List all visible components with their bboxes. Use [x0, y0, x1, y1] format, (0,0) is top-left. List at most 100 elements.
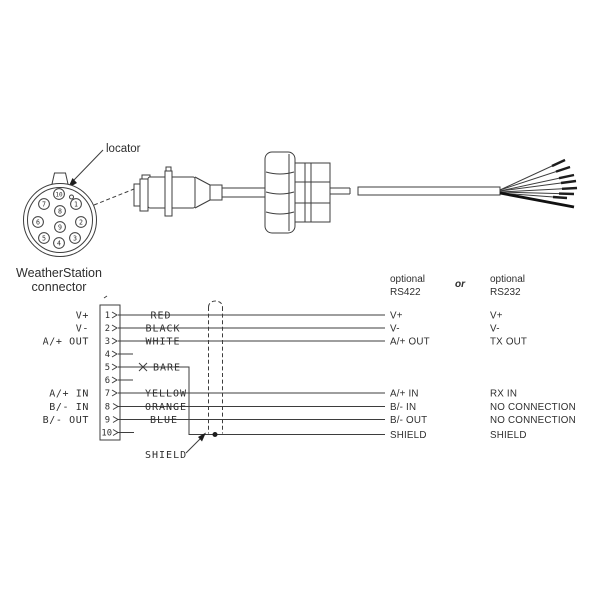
pin-7-number: 7	[42, 200, 46, 208]
signal-pin9: B/- OUT	[43, 415, 89, 426]
wire-3-tip	[558, 173, 575, 180]
pin-1-circle	[70, 198, 82, 210]
plug-taper-bottom	[194, 199, 211, 209]
chevron-10	[112, 429, 119, 436]
rs422-column: V+ V- A/+ OUT A/+ IN B/- IN B/- OUT SHIE…	[390, 311, 430, 442]
pin-10-number: 10	[55, 191, 63, 198]
pin-box	[99, 304, 121, 441]
pin-numbers: 1 2 3 4 5 6 7 8 9 10	[101, 311, 112, 439]
connector-pins: 10 7 8 1 6 9 2 5 4 3	[32, 188, 87, 249]
connector-caption-line2: connector	[32, 280, 87, 294]
pin-3-circle	[69, 232, 81, 244]
wire-7-tip	[552, 195, 568, 200]
bare-x-marker	[138, 362, 148, 372]
pin-8-number: 8	[58, 207, 62, 215]
rs422-row2: V-	[390, 324, 400, 335]
chevron-9	[112, 416, 119, 423]
chevron-7	[111, 389, 118, 397]
column-headers: optional RS422 or optional RS232	[390, 274, 525, 298]
pin-6-number: 6	[36, 218, 40, 226]
rs422-row3: A/+ OUT	[390, 337, 430, 348]
rs422-row9: B/- OUT	[390, 415, 427, 426]
rs422-row7: A/+ IN	[390, 389, 419, 400]
pin-3-number: 3	[73, 234, 77, 242]
wire-lines	[118, 314, 385, 435]
shield-junction-dot	[212, 432, 218, 437]
shield-leader-line	[185, 436, 203, 454]
cable-jacket	[357, 186, 501, 196]
pin-2-circle	[75, 216, 87, 228]
pin-5-circle	[38, 232, 50, 244]
cable-bundle-dashed	[208, 300, 223, 434]
rs422-header-name: RS422	[390, 287, 421, 298]
rs232-header-optional: optional	[490, 274, 525, 285]
box-top-tick	[103, 295, 108, 299]
connector-inner-ring	[27, 187, 93, 253]
rs232-column: V+ V- TX OUT RX IN NO CONNECTION NO CONN…	[490, 311, 576, 442]
connector-locator-hole	[69, 194, 74, 200]
wire-4-tip	[560, 179, 577, 185]
pin-5-number: 5	[42, 234, 46, 242]
bulkhead-connector	[264, 151, 351, 234]
table-pin-3: 3	[105, 337, 110, 347]
rs232-row9: NO CONNECTION	[490, 415, 576, 426]
chevron-1	[111, 311, 118, 319]
table-pin-5: 5	[105, 363, 110, 373]
rs232-row7: RX IN	[490, 389, 517, 400]
nut-rib-1	[265, 171, 295, 175]
connector-key-tab	[51, 172, 69, 185]
pin-chevrons	[111, 311, 119, 436]
plug-flange	[164, 170, 173, 217]
wire-label-bare: BARE	[153, 363, 181, 374]
cable-plug	[133, 166, 265, 217]
plug-taper-top	[194, 176, 211, 186]
or-label: or	[455, 279, 466, 290]
pin-4-number: 4	[57, 239, 61, 247]
wire-labels: RED BLACK WHITE BARE YELLOW ORANGE BLUE	[145, 311, 187, 427]
left-signal-labels: V+ V- A/+ OUT A/+ IN B/- IN B/- OUT	[43, 311, 89, 427]
locator-leader-line	[73, 149, 104, 181]
table-pin-2: 2	[105, 324, 110, 334]
wire-label-black: BLACK	[145, 324, 180, 335]
connector-outer-ring	[23, 183, 97, 257]
pin-2-number: 2	[79, 218, 83, 226]
plug-neck	[209, 184, 223, 201]
rs232-row2: V-	[490, 324, 500, 335]
table-pin-6: 6	[105, 376, 110, 386]
pin-7-circle	[38, 198, 50, 210]
wire-label-red: RED	[150, 311, 171, 322]
rs422-row8: B/- IN	[390, 402, 416, 413]
pin-9-number: 9	[58, 223, 62, 231]
rs422-shield: SHIELD	[390, 430, 427, 441]
plug-end-cap	[133, 183, 141, 207]
mating-dashed-line	[93, 188, 135, 206]
shield-label: SHIELD	[145, 450, 187, 461]
chevron-3	[111, 337, 118, 345]
wire-2-tip	[555, 165, 571, 173]
rs232-row1: V+	[490, 311, 503, 322]
rs422-row1: V+	[390, 311, 403, 322]
signal-pin1: V+	[76, 311, 89, 322]
chevron-8	[112, 403, 119, 410]
wire-label-yellow: YELLOW	[145, 389, 187, 400]
locator-callout: locator	[68, 143, 141, 188]
connector-face: 10 7 8 1 6 9 2 5 4 3 WeatherStation conn…	[16, 172, 102, 294]
option-columns: optional RS422 or optional RS232 V+ V- A…	[390, 274, 576, 441]
pin-6-circle	[32, 216, 44, 228]
pin-4-circle	[53, 237, 65, 249]
chevron-2	[111, 324, 118, 332]
signal-pin7: A/+ IN	[49, 389, 89, 400]
locator-label: locator	[106, 143, 141, 155]
plug-end-ring	[139, 178, 149, 212]
shield-wire-thick	[499, 191, 575, 209]
pin-1-number: 1	[74, 200, 78, 208]
rs232-header-name: RS232	[490, 287, 521, 298]
chevron-5	[111, 363, 118, 371]
connector-caption-line1: WeatherStation	[16, 266, 102, 280]
pin-8-circle	[54, 205, 66, 217]
table-pin-1: 1	[105, 311, 110, 321]
rs232-shield: SHIELD	[490, 430, 527, 441]
table-pin-9: 9	[105, 416, 110, 426]
x-stroke-2	[138, 362, 148, 372]
